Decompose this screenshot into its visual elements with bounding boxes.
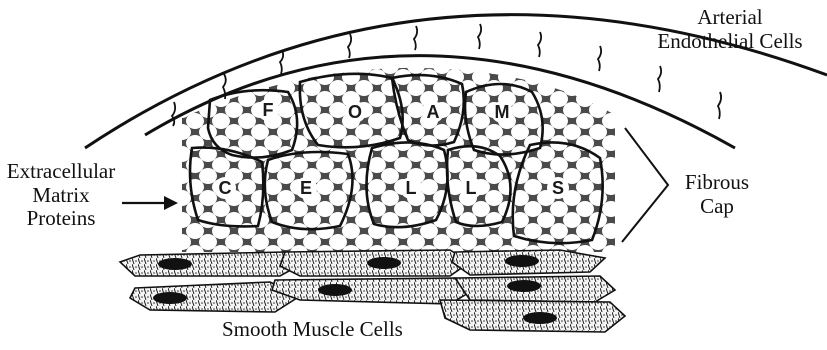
smooth-muscle-cell (452, 250, 605, 275)
endothelial-label-line2: Endothelial Cells (640, 30, 820, 54)
smooth-muscle-cell-body (120, 252, 300, 276)
smooth-muscle-nucleus (367, 257, 401, 269)
ecm-label-line3: Proteins (2, 207, 120, 231)
ecm-label-line2: Matrix (2, 184, 120, 208)
foam-cell-letter: C (219, 178, 232, 198)
fibrous-cap-label: Fibrous Cap (672, 171, 762, 218)
foam-cell-letter: O (348, 102, 362, 122)
ecm-label-line1: Extracellular (2, 160, 120, 184)
foam-cell-letter: M (495, 102, 510, 122)
smooth-muscle-nucleus (507, 280, 541, 292)
endothelial-cells-label: Arterial Endothelial Cells (640, 6, 820, 53)
smooth-muscle-label: Smooth Muscle Cells (222, 318, 403, 342)
smooth-muscle-cell (455, 276, 615, 302)
foam-cell-letter: E (300, 178, 312, 198)
foam-cell-letter: S (552, 178, 564, 198)
foam-cell-letter: L (466, 178, 477, 198)
fibrous-cap-bracket (622, 128, 668, 242)
smooth-muscle-nucleus (318, 284, 352, 296)
endothelial-label-line1: Arterial (640, 6, 820, 30)
smooth-muscle-nucleus (153, 292, 187, 304)
foam-cell-letter: A (427, 102, 440, 122)
smooth-muscle-nucleus (505, 255, 539, 267)
foam-cell-letter: L (406, 178, 417, 198)
smooth-muscle-cell (280, 250, 470, 276)
smooth-muscle-nucleus (158, 258, 192, 270)
fibrous-label-line2: Cap (672, 195, 762, 219)
foam-cell-letter: F (263, 100, 274, 120)
fibrous-label-line1: Fibrous (672, 171, 762, 195)
matrix-arrow (122, 196, 178, 210)
smooth-muscle-cell (120, 252, 300, 276)
smooth-muscle-cell (440, 300, 625, 332)
smooth-muscle-nucleus (523, 312, 557, 324)
extracellular-matrix-label: Extracellular Matrix Proteins (2, 160, 120, 231)
